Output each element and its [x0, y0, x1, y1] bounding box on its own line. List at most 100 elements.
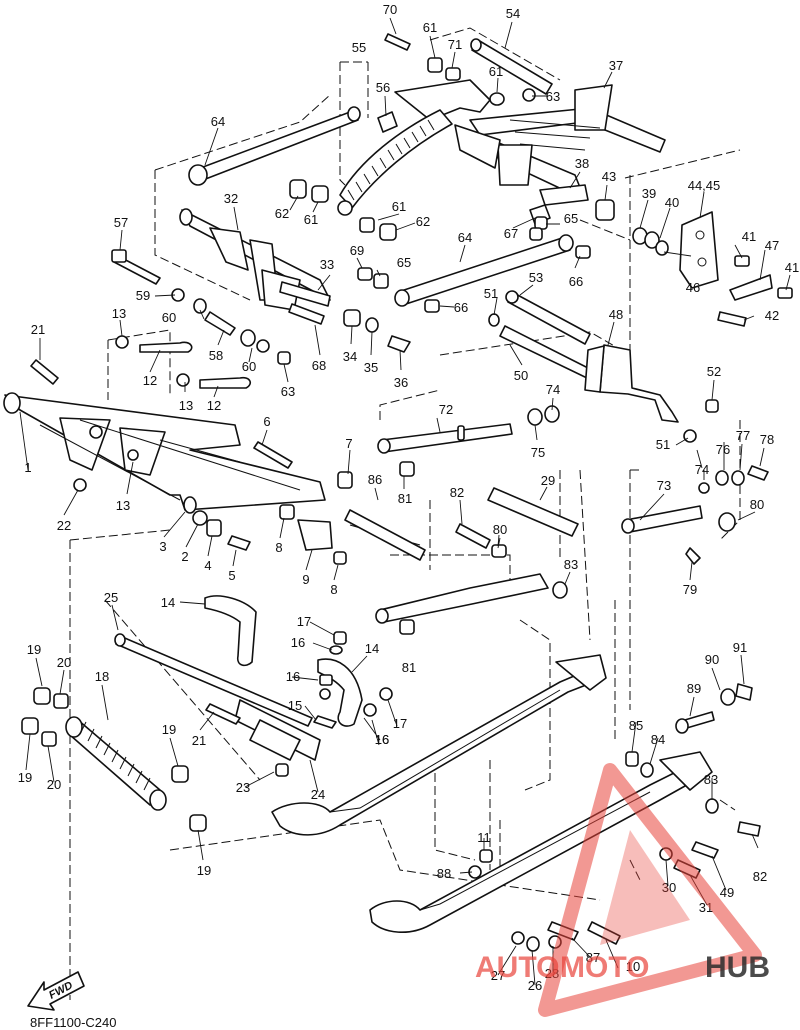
callout-36: 36: [394, 375, 408, 390]
callout-53: 53: [529, 270, 543, 285]
callout-49: 49: [720, 885, 734, 900]
callout-65: 65: [564, 211, 578, 226]
callout-20: 20: [47, 777, 61, 792]
callout-74: 74: [695, 462, 709, 477]
callout-68: 68: [312, 358, 326, 373]
callout-39: 39: [642, 186, 656, 201]
callout-27: 27: [491, 968, 505, 983]
watermark-moto: MOTO: [560, 951, 649, 984]
callout-50: 50: [514, 368, 528, 383]
callout-30: 30: [662, 880, 676, 895]
callout-4: 4: [204, 558, 211, 573]
callout-73: 73: [657, 478, 671, 493]
callout-17: 17: [297, 614, 311, 629]
callout-13: 13: [116, 498, 130, 513]
callout-47: 47: [765, 238, 779, 253]
callout-80: 80: [493, 522, 507, 537]
callout-75: 75: [531, 445, 545, 460]
callout-44-45: 44,45: [688, 178, 721, 193]
callout-14: 14: [365, 641, 379, 656]
watermark-auto: AUTO: [475, 951, 559, 984]
callout-81: 81: [402, 660, 416, 675]
callout-1: 1: [24, 460, 31, 475]
callout-35: 35: [364, 360, 378, 375]
callout-88: 88: [437, 866, 451, 881]
callout-2: 2: [181, 549, 188, 564]
callout-21: 21: [192, 733, 206, 748]
callout-62: 62: [416, 214, 430, 229]
callout-12: 12: [143, 373, 157, 388]
callout-63: 63: [546, 89, 560, 104]
callout-58: 58: [209, 348, 223, 363]
callout-17: 17: [393, 716, 407, 731]
callouts: 70 61 71 54 55 61 63 56 37 64 62 61 38 4…: [18, 2, 799, 993]
callout-38: 38: [575, 156, 589, 171]
callout-41: 41: [742, 229, 756, 244]
callout-37: 37: [609, 58, 623, 73]
callout-12: 12: [207, 398, 221, 413]
callout-46: 46: [686, 280, 700, 295]
callout-21: 21: [31, 322, 45, 337]
callout-52: 52: [707, 364, 721, 379]
callout-89: 89: [687, 681, 701, 696]
callout-80: 80: [750, 497, 764, 512]
callout-83: 83: [704, 772, 718, 787]
callout-13: 13: [112, 306, 126, 321]
callout-91: 91: [733, 640, 747, 655]
callout-70: 70: [383, 2, 397, 17]
callout-33: 33: [320, 257, 334, 272]
callout-14: 14: [161, 595, 175, 610]
callout-16: 16: [375, 732, 389, 747]
group-outlines: [69, 27, 741, 1000]
callout-86: 86: [368, 472, 382, 487]
callout-20: 20: [57, 655, 71, 670]
callout-65: 65: [397, 255, 411, 270]
callout-59: 59: [136, 288, 150, 303]
callout-83: 83: [564, 557, 578, 572]
middle-parts: [3, 335, 769, 777]
callout-61: 61: [392, 199, 406, 214]
callout-61: 61: [304, 212, 318, 227]
callout-66: 66: [569, 274, 583, 289]
callout-74: 74: [546, 382, 560, 397]
callout-51: 51: [484, 286, 498, 301]
callout-87: 87: [586, 950, 600, 965]
watermark-hub: HUB: [705, 951, 770, 984]
callout-61: 61: [489, 64, 503, 79]
callout-42: 42: [765, 308, 779, 323]
callout-26: 26: [528, 978, 542, 993]
callout-64: 64: [458, 230, 472, 245]
callout-72: 72: [439, 402, 453, 417]
watermark: AUTO MOTO HUB: [475, 763, 770, 1017]
callout-19: 19: [18, 770, 32, 785]
upper-parts: [111, 33, 793, 443]
callout-85: 85: [629, 718, 643, 733]
callout-15: 15: [288, 698, 302, 713]
callout-56: 56: [376, 80, 390, 95]
callout-60: 60: [242, 359, 256, 374]
callout-19: 19: [197, 863, 211, 878]
callout-10: 10: [626, 959, 640, 974]
callout-41: 41: [785, 260, 799, 275]
callout-54: 54: [506, 6, 520, 21]
callout-23: 23: [236, 780, 250, 795]
callout-77: 77: [736, 428, 750, 443]
callout-57: 57: [114, 215, 128, 230]
lower-parts: [21, 654, 761, 952]
callout-55: 55: [352, 40, 366, 55]
callout-22: 22: [57, 518, 71, 533]
callout-51: 51: [656, 437, 670, 452]
callout-69: 69: [350, 243, 364, 258]
callout-84: 84: [651, 732, 665, 747]
callout-62: 62: [275, 206, 289, 221]
callout-29: 29: [541, 473, 555, 488]
callout-66: 66: [454, 300, 468, 315]
callout-5: 5: [228, 568, 235, 583]
callout-6: 6: [263, 414, 270, 429]
callout-32: 32: [224, 191, 238, 206]
callout-79: 79: [683, 582, 697, 597]
callout-48: 48: [609, 307, 623, 322]
callout-43: 43: [602, 169, 616, 184]
callout-78: 78: [760, 432, 774, 447]
